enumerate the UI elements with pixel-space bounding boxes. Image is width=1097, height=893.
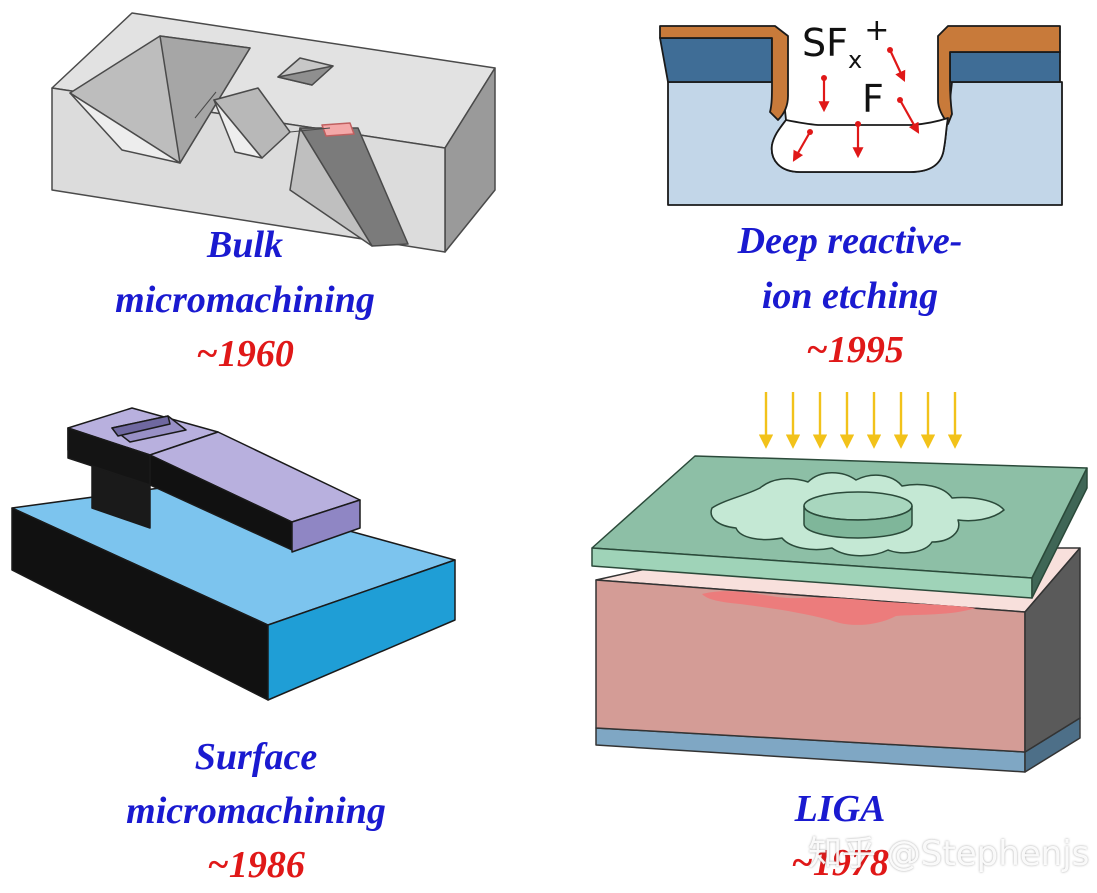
drie-ion-dots-icon [807, 47, 903, 135]
watermark: 知乎 @Stephenjs [808, 834, 1090, 874]
drie-title-line2: ion etching [761, 275, 939, 317]
liga-xray-arrows-icon [758, 392, 963, 449]
liga-title: LIGA [794, 788, 886, 830]
surface-title-line2: micromachining [126, 790, 386, 832]
surface-cantilever-icon [11, 407, 456, 701]
drie-title-line1: Deep reactive- [737, 220, 963, 262]
surface-year: ~1986 [207, 844, 305, 886]
drie-year: ~1995 [806, 329, 904, 371]
drie-ion-arrows-icon [792, 49, 920, 162]
bulk-silicon-block-icon [51, 12, 496, 253]
drie-trench-cross-section-icon [659, 25, 1063, 206]
bulk-title-line1: Bulk [206, 224, 284, 266]
bulk-year: ~1960 [196, 333, 294, 375]
drie-ion-label: SFx+ [802, 13, 889, 74]
liga-gear-mask-icon [591, 455, 1088, 599]
drie-radical-label: F [862, 77, 884, 121]
liga-year: ~1978 [791, 842, 889, 884]
bulk-edges-icon [194, 91, 331, 133]
bulk-title-line2: micromachining [115, 279, 375, 321]
surface-title-line1: Surface [194, 736, 318, 778]
